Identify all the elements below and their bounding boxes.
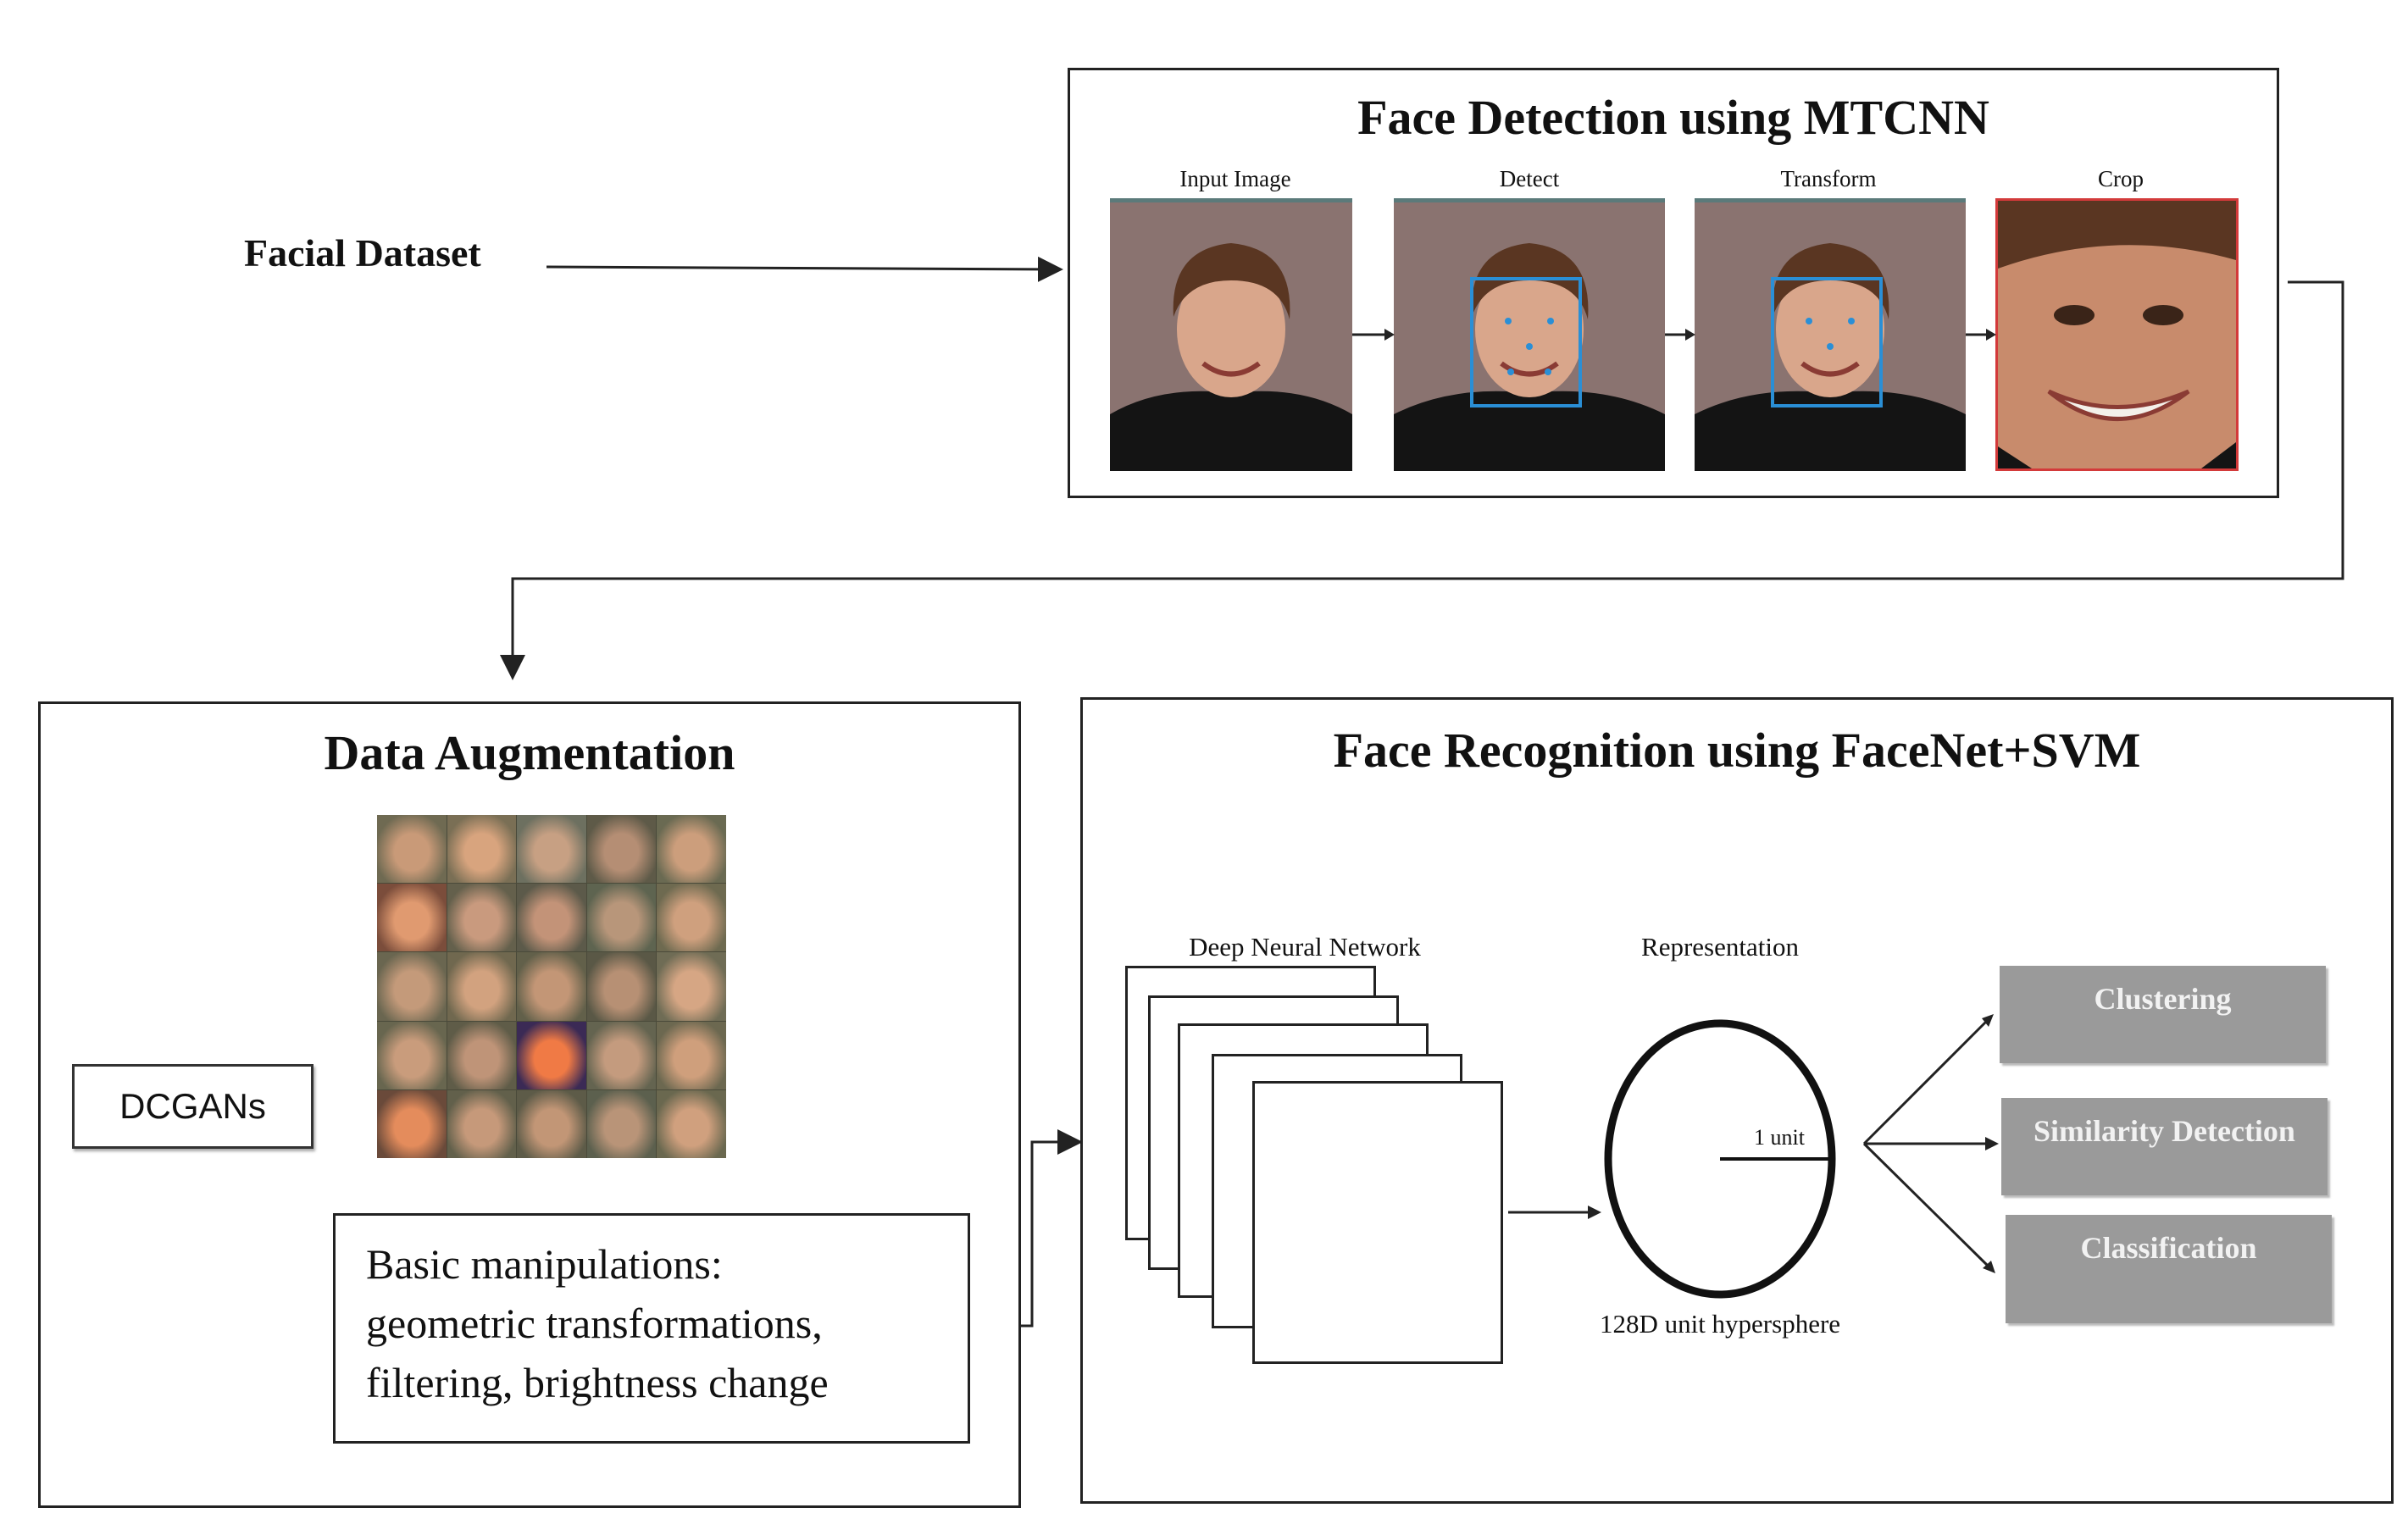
hypersphere-label: 128D unit hypersphere xyxy=(1599,1309,1841,1339)
basic-manipulations-box: Basic manipulations: geometric transform… xyxy=(333,1213,970,1444)
detect-bounding-box xyxy=(1470,277,1582,407)
basic-line-3: filtering, brightness change xyxy=(366,1359,829,1406)
step-label-transform: Transform xyxy=(1780,166,1877,191)
arrow-dataset-to-detection xyxy=(546,256,1063,282)
arrow-detection-to-augmentation xyxy=(500,280,2344,680)
clustering-label: Clustering xyxy=(2094,982,2232,1016)
dnn-layer-5 xyxy=(1252,1081,1503,1364)
generated-faces-grid xyxy=(377,815,726,1158)
transform-face-image xyxy=(1695,198,1966,471)
step-label-crop: Crop xyxy=(2098,166,2144,191)
dcgans-box: DCGANs xyxy=(72,1064,313,1149)
unit-label: 1 unit xyxy=(1754,1125,1805,1150)
crop-face-image xyxy=(1995,198,2239,471)
dnn-label: Deep Neural Network xyxy=(1189,932,1421,962)
representation-label: Representation xyxy=(1641,932,1799,962)
step-arrow-1 xyxy=(1352,329,1395,341)
step-label-detect: Detect xyxy=(1499,166,1560,191)
face-detection-title: Face Detection using MTCNN xyxy=(1357,90,1989,145)
step-arrow-2 xyxy=(1665,329,1695,341)
data-augmentation-title: Data Augmentation xyxy=(324,725,735,780)
similarity-detection-box: Similarity Detection xyxy=(2001,1098,2328,1195)
fan-out-arrows xyxy=(1862,1014,1999,1273)
similarity-detection-label: Similarity Detection xyxy=(2033,1114,2295,1148)
detect-face-image xyxy=(1394,198,1665,471)
arrow-dnn-to-representation xyxy=(1508,1206,1601,1219)
transform-bounding-box xyxy=(1771,277,1883,407)
facial-dataset-label: Facial Dataset xyxy=(244,231,481,274)
basic-line-1: Basic manipulations: xyxy=(366,1240,723,1288)
classification-box: Classification xyxy=(2006,1215,2332,1323)
classification-label: Classification xyxy=(2080,1231,2257,1265)
face-recognition-title: Face Recognition using FaceNet+SVM xyxy=(1333,723,2141,778)
basic-line-2: geometric transformations, xyxy=(366,1300,823,1347)
clustering-box: Clustering xyxy=(2000,966,2326,1063)
step-arrow-3 xyxy=(1966,329,1996,341)
dcgans-label: DCGANs xyxy=(119,1086,266,1126)
input-face-image xyxy=(1110,198,1352,471)
step-label-input: Input Image xyxy=(1179,166,1291,191)
hypersphere xyxy=(1604,1019,1836,1299)
